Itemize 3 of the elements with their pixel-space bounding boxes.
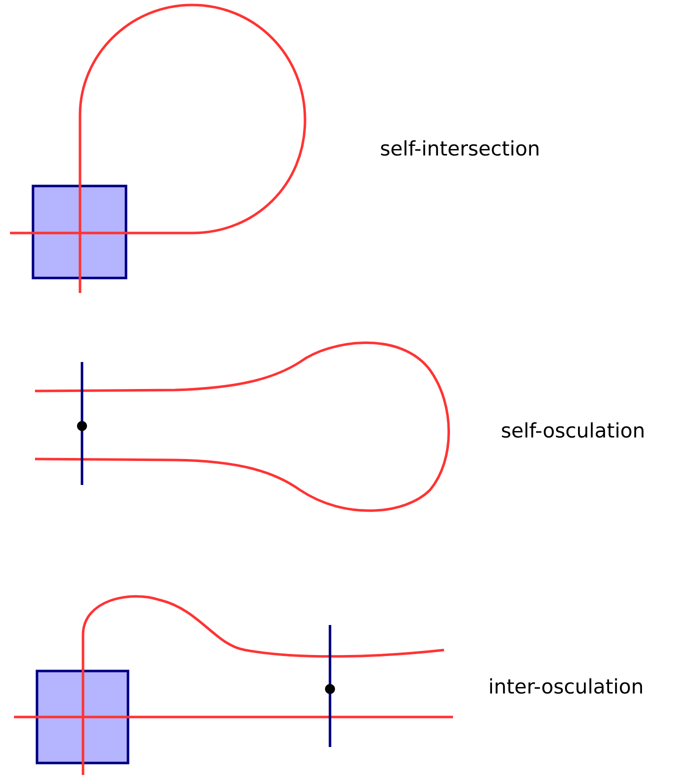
text-label: inter-osculation	[490, 678, 642, 694]
text-label: self-osculation	[502, 422, 644, 438]
text-label: self-intersection	[381, 140, 538, 156]
